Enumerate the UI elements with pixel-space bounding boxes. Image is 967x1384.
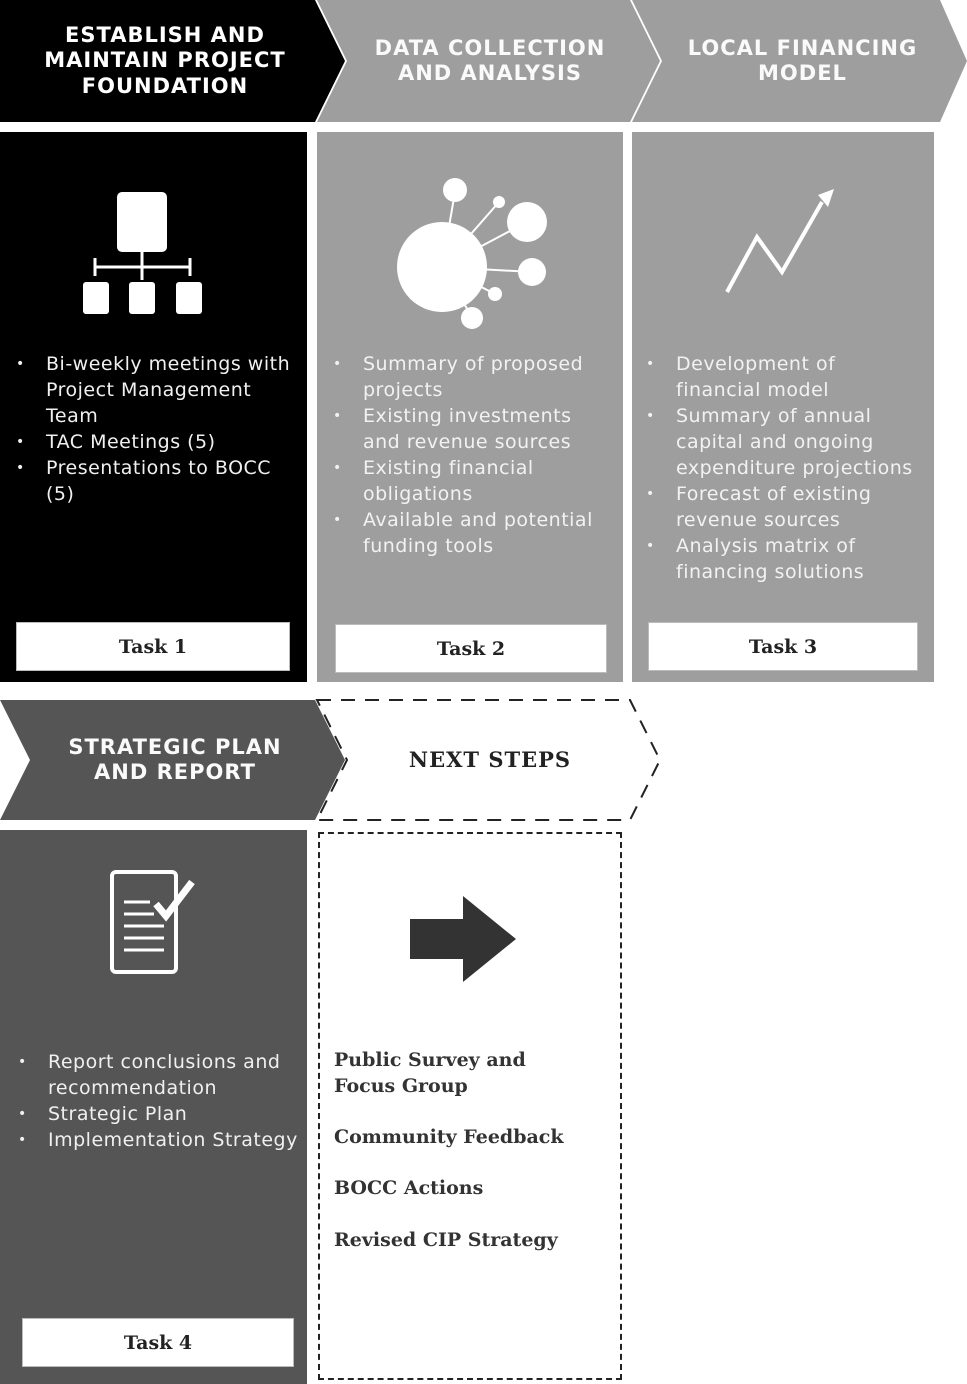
next-steps-chevron	[315, 699, 662, 821]
bullet: Bi-weekly meetings with Project Manageme…	[16, 351, 296, 429]
next-step-item-2: Community Feedback	[334, 1126, 564, 1148]
next-step-item-3: BOCC Actions	[334, 1177, 484, 1199]
next-steps-panel	[318, 832, 622, 1380]
bullet: Presentations to BOCC (5)	[16, 455, 296, 507]
task-4-label: Task 4	[22, 1318, 294, 1367]
checklist-document-icon	[110, 870, 195, 974]
phase-2-panel: Summary of proposed projects Existing in…	[317, 132, 623, 682]
bullet: Existing investments and revenue sources	[333, 403, 613, 455]
bullet: Forecast of existing revenue sources	[646, 481, 926, 533]
right-arrow-icon	[410, 896, 516, 982]
next-steps-title: NEXT STEPS	[408, 747, 572, 773]
task-3-label: Task 3	[648, 622, 918, 671]
org-chart-icon	[83, 192, 202, 314]
phase-1-chevron	[0, 0, 345, 122]
bullet: Available and potential funding tools	[333, 507, 613, 559]
phase-2-bullets: Summary of proposed projects Existing in…	[333, 351, 613, 559]
phase-3-chevron	[632, 0, 967, 122]
phase-3-title: LOCAL FINANCING MODEL	[687, 35, 918, 85]
bullet: TAC Meetings (5)	[16, 429, 296, 455]
network-bubbles-icon	[397, 178, 547, 329]
bullet: Implementation Strategy	[18, 1127, 298, 1153]
trend-arrow-icon	[725, 189, 834, 293]
bullet: Existing financial obligations	[333, 455, 613, 507]
next-step-item-4: Revised CIP Strategy	[334, 1229, 558, 1251]
phase-4-panel: Report conclusions and recommendation St…	[0, 830, 307, 1384]
bullet: Report conclusions and recommendation	[18, 1049, 298, 1101]
phase-4-bullets: Report conclusions and recommendation St…	[18, 1049, 298, 1153]
bullet: Summary of annual capital and ongoing ex…	[646, 403, 926, 481]
phase-4-chevron	[0, 700, 345, 820]
phase-1-bullets: Bi-weekly meetings with Project Manageme…	[16, 351, 296, 507]
bullet: Strategic Plan	[18, 1101, 298, 1127]
bullet: Development of financial model	[646, 351, 926, 403]
phase-3-bullets: Development of financial model Summary o…	[646, 351, 926, 585]
phase-2-chevron	[317, 0, 660, 122]
phase-2-title: DATA COLLECTION AND ANALYSIS	[374, 35, 606, 85]
task-1-label: Task 1	[16, 622, 290, 671]
phase-1-panel: Bi-weekly meetings with Project Manageme…	[0, 132, 307, 682]
next-step-item-1: Public Survey and Focus Group	[334, 1049, 526, 1097]
phase-4-title: STRATEGIC PLAN AND REPORT	[68, 734, 282, 784]
bullet: Summary of proposed projects	[333, 351, 613, 403]
bullet: Analysis matrix of financing solutions	[646, 533, 926, 585]
phase-3-panel: Development of financial model Summary o…	[632, 132, 934, 682]
task-2-label: Task 2	[335, 624, 607, 673]
phase-1-title: ESTABLISH AND MAINTAIN PROJECT FOUNDATIO…	[44, 23, 286, 98]
